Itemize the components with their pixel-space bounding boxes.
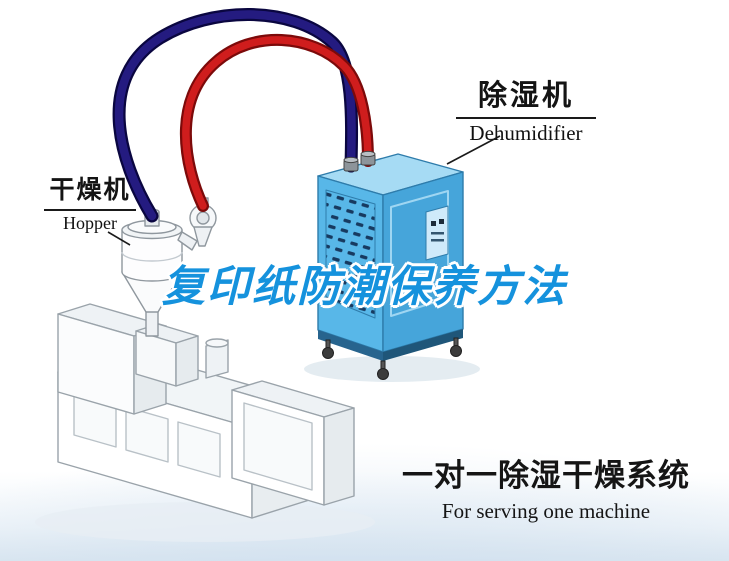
hopper-outlet-tube <box>145 309 159 337</box>
panel-button <box>431 221 436 226</box>
hopper-pedestal-side <box>175 335 199 387</box>
loader-duct <box>177 231 198 251</box>
extruder-door <box>177 421 221 478</box>
loader-cone <box>193 226 213 247</box>
dehu-base-side <box>383 329 463 361</box>
end-cabinet-side <box>323 407 355 506</box>
hopper-body <box>121 229 183 282</box>
dehumidifier-shadow <box>304 356 480 382</box>
panel-button <box>439 219 444 224</box>
hose-fitting-top <box>343 156 359 164</box>
panel-readout <box>431 239 444 242</box>
caster-wheel <box>377 368 389 380</box>
callout-dehumidifier: 除湿机 Dehumidifier <box>456 72 596 146</box>
extruder-shadow <box>35 502 375 542</box>
hopper-band <box>121 251 183 262</box>
return-air-hose-red <box>182 36 372 210</box>
dehumidifier-label-en: Dehumidifier <box>469 121 583 145</box>
dryer-leader-line <box>107 231 131 246</box>
panel-readout <box>431 232 444 235</box>
caster-wheel <box>450 345 462 357</box>
dryer-label-cn: 干燥机 <box>44 170 136 211</box>
side-door-outline <box>390 190 449 317</box>
caption-cn: 一对一除湿干燥系统 <box>402 458 690 493</box>
extruder-door <box>125 406 169 463</box>
hose-fitting-top <box>360 150 376 158</box>
air-hoses <box>112 8 374 223</box>
dryer-label-en: Hopper <box>63 213 117 233</box>
extruder-machine <box>57 303 355 519</box>
hopper-dryer <box>121 197 217 337</box>
vacuum-loader-hub <box>196 211 210 225</box>
barrel-motor-top <box>205 338 229 348</box>
end-cabinet-panel <box>243 402 313 491</box>
dehumidifier-leader-line <box>446 135 501 165</box>
page-title: 复印纸防潮保养方法 <box>162 263 567 311</box>
callout-dryer: 干燥机 Hopper <box>44 170 136 234</box>
vent-grid <box>325 189 376 319</box>
ground-shadows <box>35 356 480 542</box>
callout-leader-lines <box>107 135 501 246</box>
caster-wheel <box>322 347 334 359</box>
system-caption: 一对一除湿干燥系统 For serving one machine <box>400 450 692 524</box>
caster-wheels <box>322 337 462 380</box>
dry-air-hose-navy <box>114 10 356 221</box>
dehumidifier-cabinet <box>317 153 464 361</box>
dehumidifier-label-cn: 除湿机 <box>456 72 596 119</box>
dehu-base-front <box>318 330 383 361</box>
caption-en: For serving one machine <box>441 499 651 523</box>
hose-fittings <box>343 150 376 172</box>
